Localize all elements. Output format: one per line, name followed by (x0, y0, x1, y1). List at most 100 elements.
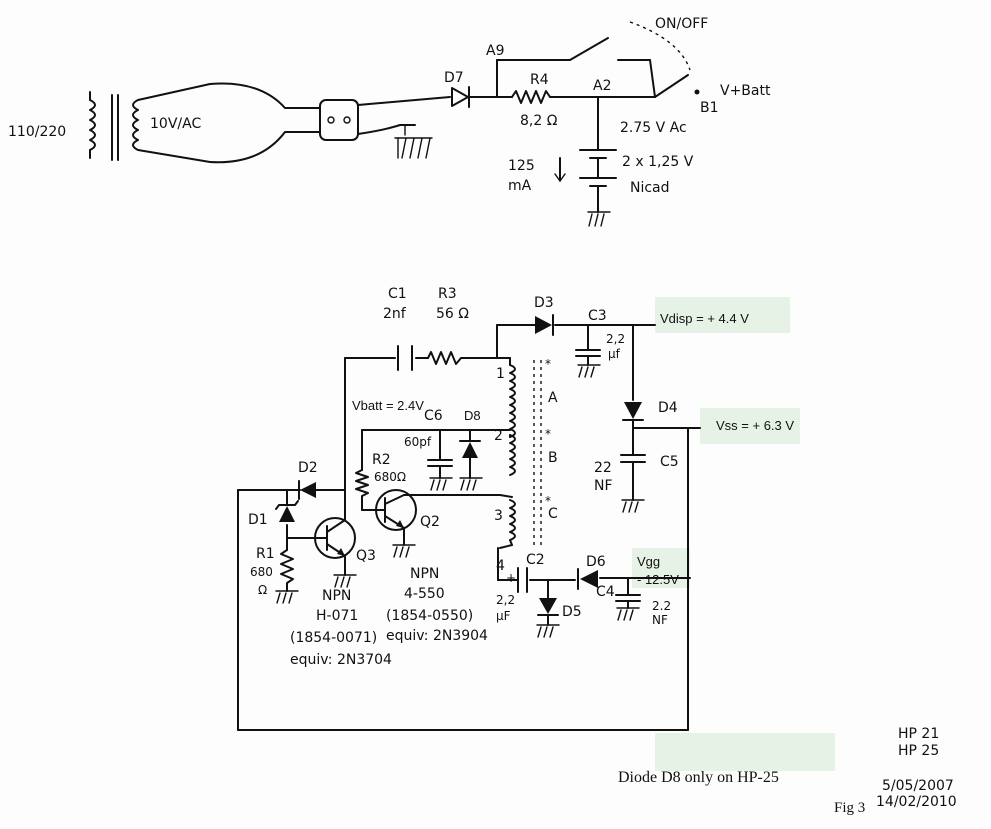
winding-b: B (548, 450, 558, 466)
c5-label: C5 (660, 454, 679, 470)
q2-label: Q2 (420, 514, 440, 530)
q2-type: NPN (410, 566, 439, 582)
c5-unit: NF (594, 478, 613, 494)
date-2: 14/02/2010 (876, 794, 957, 810)
c2-label: C2 (526, 552, 545, 568)
model-hp21: HP 21 (898, 726, 939, 742)
vgg-label: Vgg (637, 554, 660, 569)
c1-capacitor (397, 345, 413, 371)
c3-value: 2,2 (606, 332, 625, 346)
c2-capacitor (517, 567, 528, 593)
d6-label: D6 (586, 554, 606, 570)
d3-label: D3 (534, 295, 554, 311)
c2-plus: + (506, 571, 516, 585)
d8-label: D8 (464, 408, 481, 423)
d1-zener (275, 500, 299, 522)
c6-capacitor (427, 429, 453, 491)
c2-value: 2,2 (496, 593, 515, 607)
model-hp25: HP 25 (898, 743, 939, 759)
mains-label: 110/220 (8, 124, 66, 140)
secondary-label: 10V/AC (150, 116, 201, 132)
d8-note: Diode D8 only on HP-25 (618, 769, 779, 786)
d7-diode (451, 86, 498, 108)
r3-label: R3 (438, 286, 457, 302)
c4-unit: NF (652, 613, 668, 627)
r2-resistor (355, 469, 386, 511)
c3-unit: μf (608, 347, 621, 361)
q2-part: 4-550 (404, 586, 445, 602)
transformer-windings (509, 357, 542, 546)
vbatt-node-label: Vbatt = 2.4V (352, 398, 424, 413)
battery-type: Nicad (630, 180, 670, 196)
mains-transformer (89, 82, 451, 164)
q3-equiv: equiv: 2N3704 (290, 652, 392, 668)
dot-a: * (545, 357, 551, 371)
pin-2: 2 (494, 428, 503, 444)
a9-label: A9 (486, 43, 504, 59)
c3-label: C3 (588, 308, 607, 324)
c1-label: C1 (388, 286, 407, 302)
q3-label: Q3 (356, 548, 376, 564)
r1-value: 680 (250, 565, 273, 579)
q3-hp-part: (1854-0071) (290, 630, 377, 646)
pin-1: 1 (496, 366, 505, 382)
q3-transistor (312, 509, 357, 588)
r2-label: R2 (372, 452, 391, 468)
q3-part: H-071 (316, 608, 358, 624)
d5-diode (536, 598, 560, 638)
r1-unit: Ω (258, 583, 267, 597)
d2-label: D2 (298, 460, 318, 476)
d5-label: D5 (562, 604, 582, 620)
winding-c: C (548, 506, 558, 522)
figure-label: Fig 3 (834, 800, 865, 816)
q2-transistor (375, 489, 417, 558)
onoff-label: ON/OFF (655, 16, 708, 32)
r2-value: 680Ω (374, 470, 406, 484)
c3-capacitor (575, 349, 601, 378)
d8-diode (459, 440, 483, 491)
dot-b: * (545, 427, 551, 441)
q3-type: NPN (322, 588, 351, 604)
current-value: 125 (508, 158, 535, 174)
winding-a: A (548, 390, 558, 406)
date-1: 5/05/2007 (882, 778, 954, 794)
pin-3: 3 (494, 508, 503, 524)
vss-highlight (700, 408, 800, 444)
dot-c: * (545, 494, 551, 508)
d2-diode (298, 480, 316, 500)
q2-equiv: equiv: 2N3904 (386, 628, 488, 644)
vgg-value: - 12.5V (637, 572, 679, 587)
vbatt-label: V+Batt (720, 83, 771, 99)
d3-diode (535, 314, 554, 336)
c2-unit: μF (496, 609, 511, 623)
c4-label: C4 (596, 584, 615, 600)
r4-label: R4 (530, 72, 549, 88)
wires (237, 324, 701, 731)
c1-value: 2nf (383, 306, 407, 322)
c6-label: C6 (424, 408, 443, 424)
c4-capacitor (615, 594, 641, 621)
battery-spec: 2 x 1,25 V (622, 154, 694, 170)
r4-charge-circuit (496, 21, 700, 151)
d4-diode (622, 402, 644, 421)
d4-label: D4 (658, 400, 678, 416)
pin-4: 4 (496, 558, 505, 574)
d6-diode (577, 568, 598, 590)
a2-label: A2 (593, 78, 611, 94)
c5-value: 22 (594, 460, 612, 476)
b1-label: B1 (700, 100, 719, 116)
r1-resistor (275, 549, 299, 604)
r3-resistor (427, 351, 466, 365)
q2-hp-part: (1854-0550) (386, 608, 473, 624)
d1-label: D1 (248, 512, 268, 528)
r4-value: 8,2 Ω (520, 113, 558, 129)
note-highlight (655, 733, 835, 771)
c6-value: 60pf (404, 435, 432, 449)
r3-value: 56 Ω (436, 306, 469, 322)
charge-voltage: 2.75 V Ac (620, 120, 687, 136)
r1-label: R1 (256, 546, 275, 562)
c5-capacitor (620, 454, 646, 513)
vdisp-label: Vdisp = + 4.4 V (660, 311, 749, 326)
